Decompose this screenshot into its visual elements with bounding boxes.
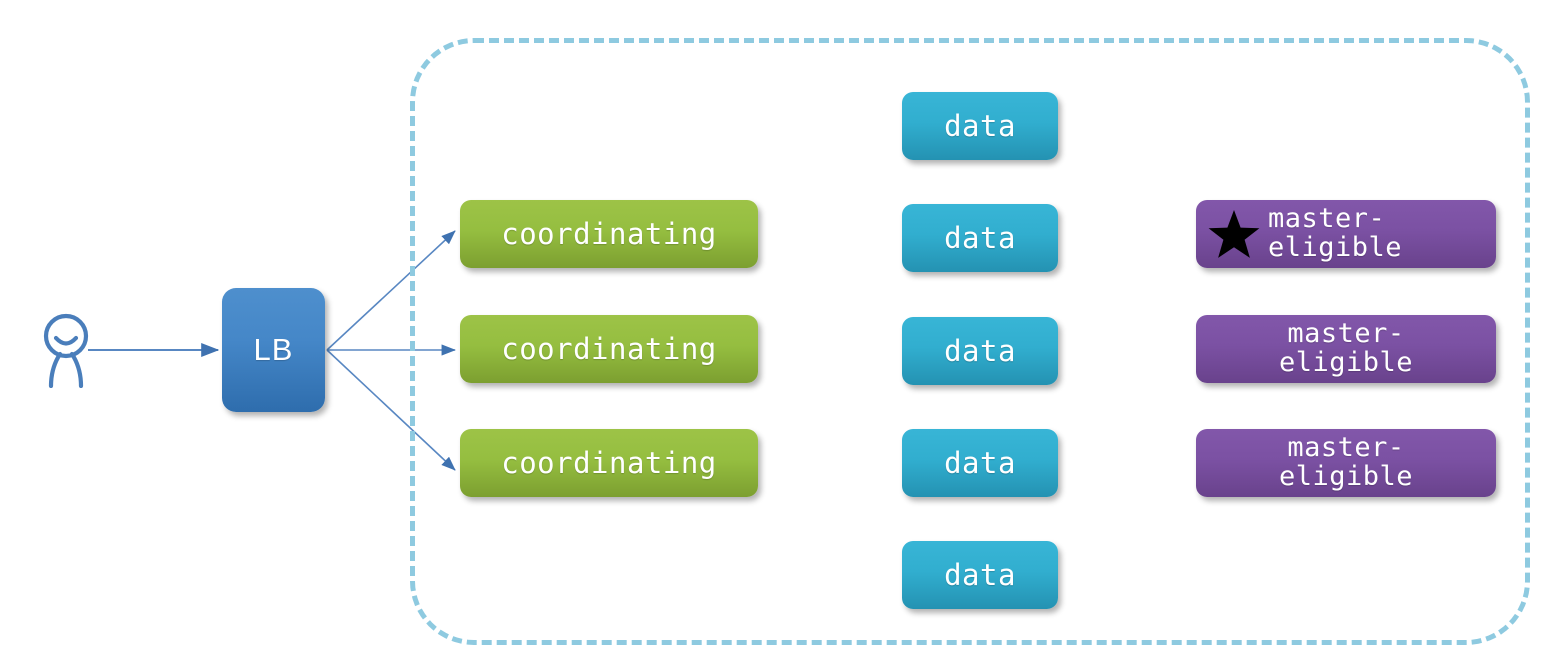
cluster-boundary: [410, 38, 1530, 645]
data-node-4[interactable]: data: [902, 429, 1058, 497]
master-eligible-node-3[interactable]: master- eligible: [1196, 429, 1496, 497]
coordinating-node-2[interactable]: coordinating: [460, 315, 758, 383]
data-node-2[interactable]: data: [902, 204, 1058, 272]
data-node-label: data: [944, 558, 1016, 592]
master-eligible-node-label: master- eligible: [1278, 432, 1414, 492]
coordinating-node-1[interactable]: coordinating: [460, 200, 758, 268]
data-node-3[interactable]: data: [902, 317, 1058, 385]
load-balancer-node[interactable]: LB: [222, 288, 325, 412]
master-eligible-node-label: master- eligible: [1268, 203, 1403, 263]
coordinating-node-label: coordinating: [501, 446, 717, 480]
data-node-5[interactable]: data: [902, 541, 1058, 609]
data-node-label: data: [944, 334, 1016, 368]
coordinating-node-3[interactable]: coordinating: [460, 429, 758, 497]
data-node-label: data: [944, 446, 1016, 480]
load-balancer-label: LB: [253, 332, 294, 367]
master-eligible-node-1[interactable]: master- eligible: [1196, 200, 1496, 268]
coordinating-node-label: coordinating: [501, 217, 717, 251]
user-icon: [43, 313, 89, 388]
data-node-1[interactable]: data: [902, 92, 1058, 160]
coordinating-node-label: coordinating: [501, 332, 717, 366]
data-node-label: data: [944, 221, 1016, 255]
star-icon: [1208, 210, 1260, 258]
master-eligible-node-label: master- eligible: [1278, 318, 1414, 378]
master-eligible-node-2[interactable]: master- eligible: [1196, 315, 1496, 383]
data-node-label: data: [944, 109, 1016, 143]
